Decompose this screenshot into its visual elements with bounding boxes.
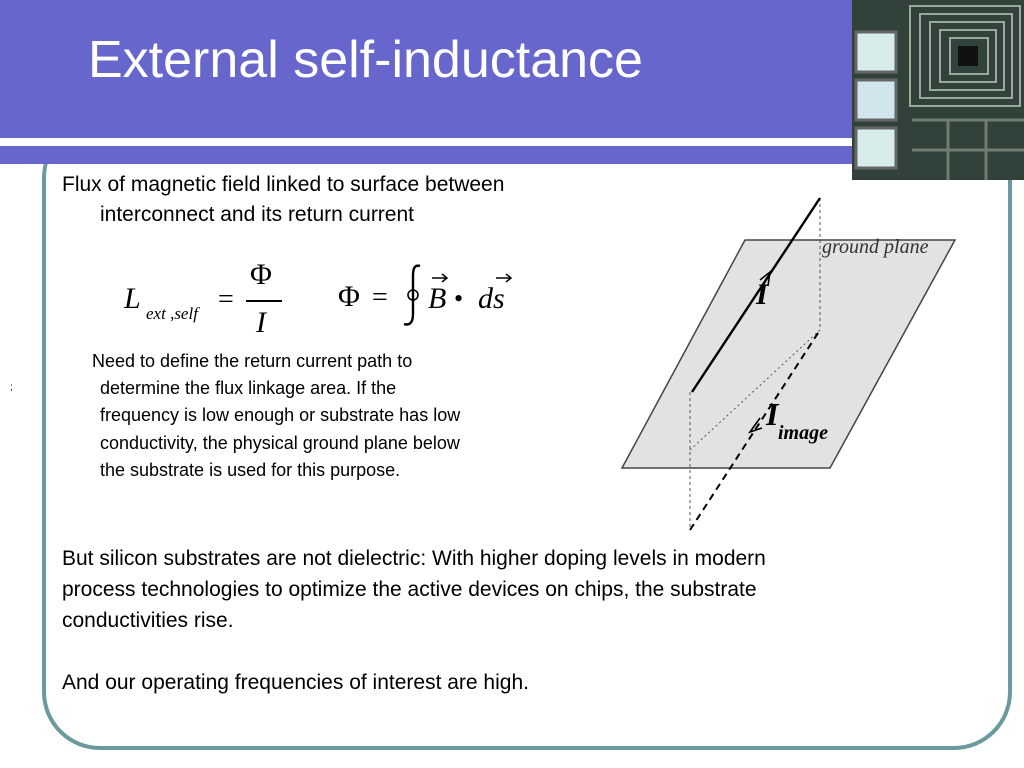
slide-frame xyxy=(42,120,1012,750)
image-current-subscript: image xyxy=(778,422,828,444)
intro-line-1: Flux of magnetic field linked to surface… xyxy=(62,173,505,196)
note-line-4: conductivity, the physical ground plane … xyxy=(100,433,460,453)
current-arrow-icon xyxy=(759,270,772,287)
banner-gap xyxy=(0,138,1024,146)
para1-line-2: process technologies to optimize the act… xyxy=(62,578,757,601)
banner-rule xyxy=(0,146,1024,164)
note-line-2: determine the flux linkage area. If the xyxy=(100,378,397,398)
vector-arrow-icon xyxy=(432,273,449,283)
note-line-1: Need to define the return current path t… xyxy=(92,351,413,371)
ground-plane-surface xyxy=(620,239,957,469)
eq-equals: = xyxy=(218,284,234,315)
fraction-bar xyxy=(246,300,282,302)
intro-line-2: interconnect and its return current xyxy=(100,203,414,226)
contour-integral-icon xyxy=(403,264,421,326)
slide-title: External self-inductance xyxy=(88,31,643,89)
eq-l-subscript: ext ,self xyxy=(146,304,198,323)
eq-phi: Φ xyxy=(250,258,272,291)
eq-l: L xyxy=(124,282,141,315)
eq-dot: • xyxy=(454,284,464,313)
eq-phi-2: Φ xyxy=(338,280,360,313)
vector-arrow-icon-2 xyxy=(496,273,513,283)
eq-ds: ds xyxy=(478,282,505,315)
image-current-label: I xyxy=(766,396,779,432)
para2: And our operating frequencies of interes… xyxy=(62,671,529,694)
eq-b: B xyxy=(428,282,447,315)
para1-line-1: But silicon substrates are not dielectri… xyxy=(62,547,766,570)
ground-plane-label: ground plane xyxy=(822,236,929,258)
note-line-5: the substrate is used for this purpose. xyxy=(100,460,401,480)
ground-plane-diagram xyxy=(620,197,957,531)
para1-line-3: conductivities rise. xyxy=(62,609,234,632)
stray-mark: ; xyxy=(10,382,13,393)
chip-photo xyxy=(852,0,1024,180)
interconnect-line xyxy=(690,197,822,393)
current-label: I xyxy=(756,278,768,311)
image-current-line xyxy=(689,329,821,531)
note-line-3: frequency is low enough or substrate has… xyxy=(100,405,461,425)
eq-current: I xyxy=(256,306,266,339)
image-arrow-icon xyxy=(747,417,763,434)
eq-equals-2: = xyxy=(372,282,388,313)
